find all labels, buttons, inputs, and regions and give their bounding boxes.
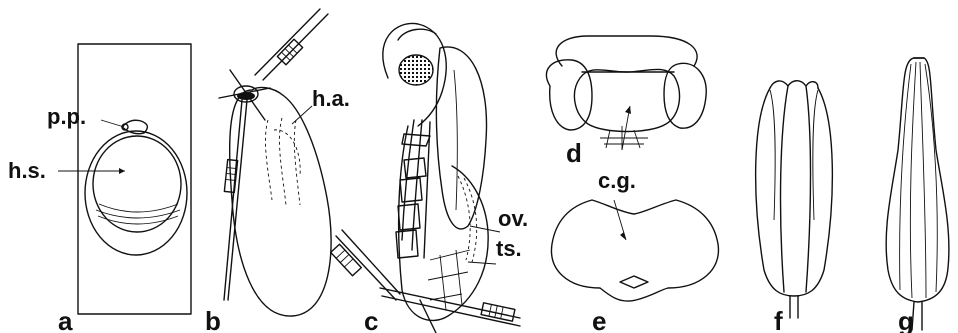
panel-label-d: d — [566, 138, 582, 168]
central-ganglion — [551, 200, 718, 301]
ganglion-foramen — [620, 276, 648, 288]
label-ov: ov. — [498, 206, 528, 231]
label-pp: p.p. — [47, 104, 86, 129]
panel-label-f: f — [774, 306, 783, 333]
label-ts: ts. — [496, 236, 522, 261]
label-hs: h.s. — [8, 158, 46, 183]
left-eye — [546, 60, 592, 130]
panel-label-b: b — [205, 306, 221, 333]
panel-label-g: g — [898, 306, 914, 333]
panel-e-drawing — [551, 200, 718, 301]
panel-d-drawing — [546, 36, 706, 150]
panel-c-drawing — [331, 23, 520, 333]
panel-b-drawing — [219, 9, 331, 316]
label-ha: h.a. — [312, 86, 350, 111]
fly-wing — [436, 47, 486, 229]
panel-g-drawing — [886, 58, 949, 330]
panel-f-drawing — [756, 81, 833, 318]
puparium-outline — [85, 131, 187, 255]
label-cg: c.g. — [598, 168, 636, 193]
needle-holder-c-left — [331, 244, 362, 276]
panel-label-c: c — [364, 306, 378, 333]
panel-a-drawing — [58, 44, 191, 314]
compound-eye — [399, 55, 433, 85]
panel-label-e: e — [592, 306, 606, 333]
fly-abdomen — [399, 126, 489, 320]
panel-label-a: a — [58, 306, 73, 333]
bud-outline — [756, 88, 833, 296]
slide-frame — [78, 44, 191, 314]
capsule-outline — [886, 58, 949, 302]
